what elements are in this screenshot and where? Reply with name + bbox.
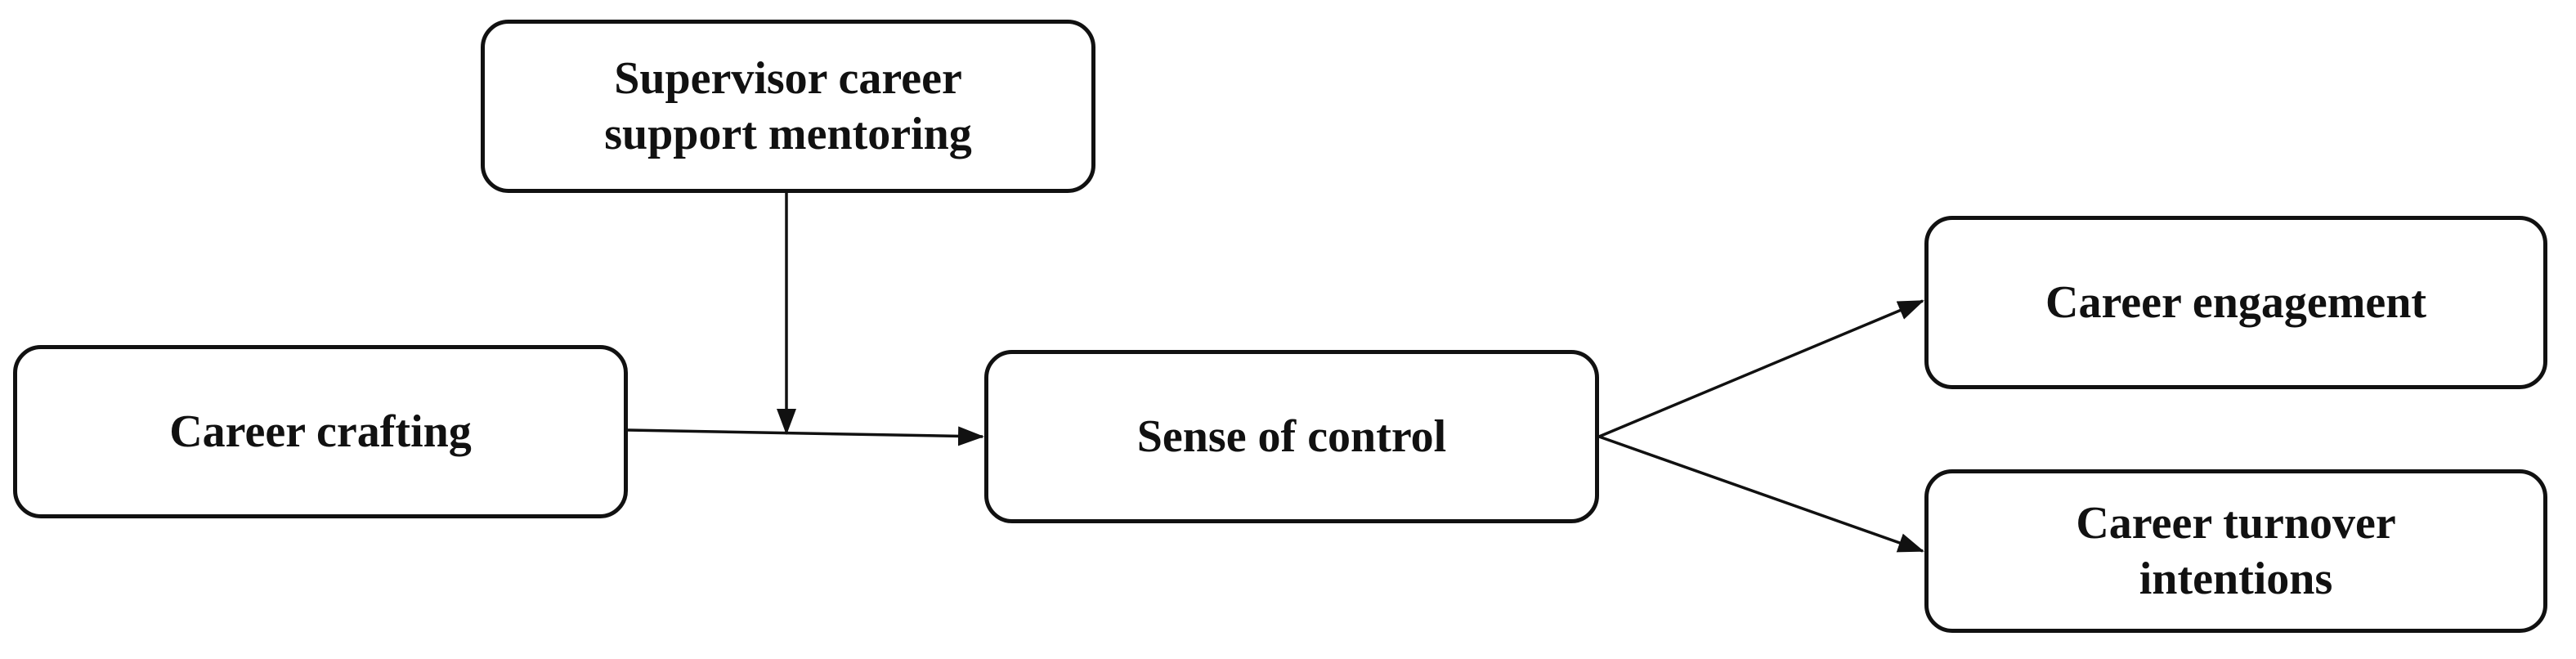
- node-supervisor-career-support-mentoring: Supervisor career support mentoring: [481, 20, 1095, 193]
- node-label-line: Sense of control: [1136, 410, 1447, 462]
- node-career-crafting: Career crafting: [13, 345, 628, 518]
- node-career-turnover-intentions: Career turnover intentions: [1924, 469, 2547, 633]
- node-sense-of-control: Sense of control: [984, 350, 1599, 523]
- node-label-line: Career engagement: [2045, 276, 2426, 328]
- arrow-crafting-to-control: [627, 426, 984, 446]
- node-label-line: support mentoring: [604, 109, 972, 159]
- node-label-line: Supervisor career: [614, 52, 962, 104]
- arrow-control-to-turnover: [1598, 435, 1924, 553]
- node-label-line: intentions: [2139, 554, 2333, 604]
- node-label-line: Career turnover: [2076, 497, 2396, 549]
- node-label-line: Career crafting: [169, 406, 472, 457]
- node-career-engagement: Career engagement: [1924, 216, 2547, 389]
- arrow-control-to-engagement: [1598, 299, 1924, 438]
